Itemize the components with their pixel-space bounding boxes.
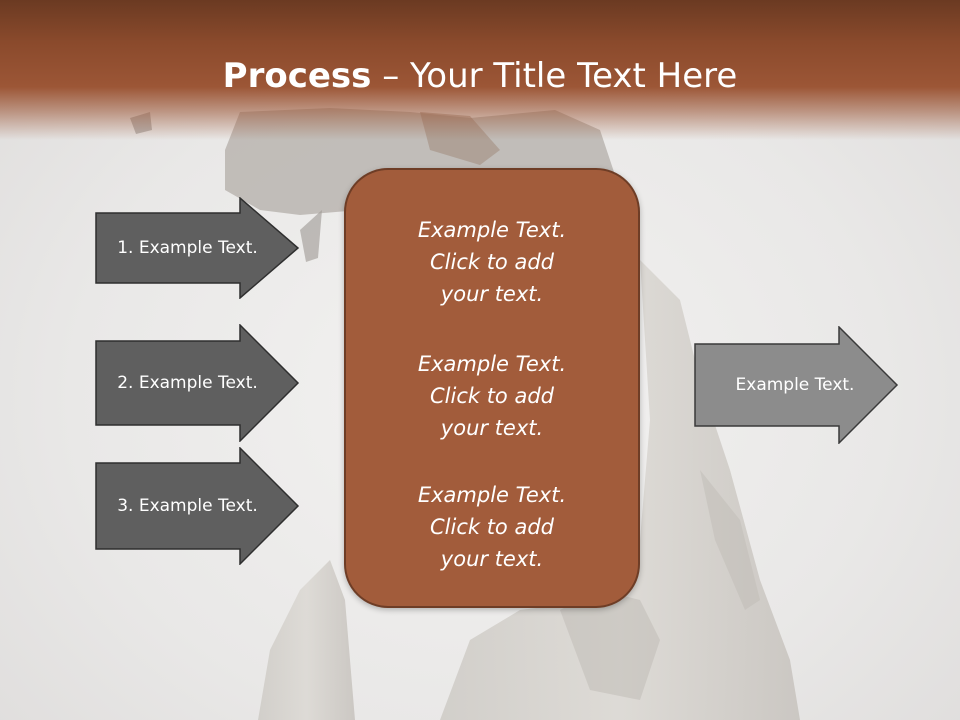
left-arrow-label: 1. Example Text.	[117, 238, 258, 258]
arrow-right-icon	[694, 326, 899, 444]
right-arrow-label: Example Text.	[735, 375, 855, 395]
title-dash: –	[371, 56, 411, 96]
arrow-right-icon	[95, 447, 300, 565]
title-rest: Your Title Text Here	[410, 56, 738, 96]
arrow-right-icon	[95, 324, 300, 442]
center-text-box[interactable]: Example Text. Click to add your text. Ex…	[344, 168, 640, 608]
left-arrow-label: 3. Example Text.	[117, 496, 258, 516]
left-arrow-1[interactable]: 1. Example Text.	[95, 197, 301, 299]
left-arrow-label: 2. Example Text.	[117, 373, 258, 393]
right-arrow[interactable]: Example Text.	[694, 326, 900, 444]
title-bold: Process	[222, 56, 372, 96]
arrow-right-icon	[95, 197, 300, 299]
title-band	[0, 0, 960, 140]
center-text-block-3: Example Text. Click to add your text.	[417, 483, 567, 571]
center-text-block-1: Example Text. Click to add your text.	[417, 218, 567, 306]
center-text-block-2: Example Text. Click to add your text.	[417, 352, 567, 440]
slide-title[interactable]: Process – Your Title Text Here	[0, 52, 960, 100]
left-arrow-3[interactable]: 3. Example Text.	[95, 447, 301, 565]
left-arrow-2[interactable]: 2. Example Text.	[95, 324, 301, 442]
